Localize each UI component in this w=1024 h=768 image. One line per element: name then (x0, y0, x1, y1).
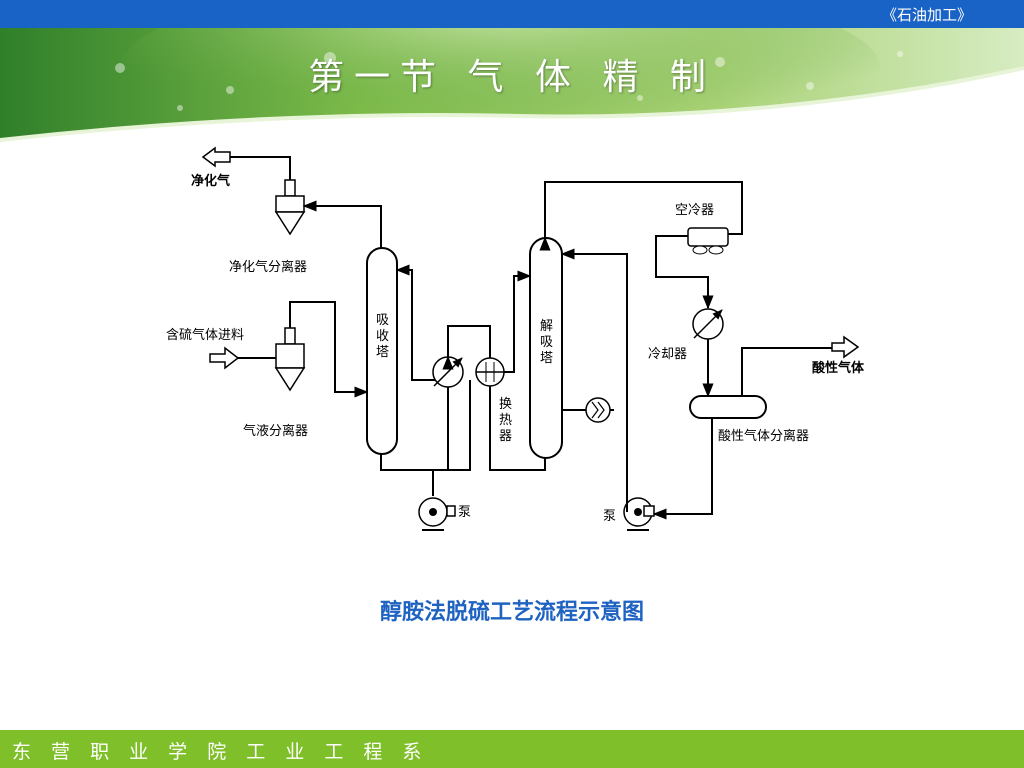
pipe-desorber-top (539, 181, 743, 251)
label-acid-gas-separator: 酸性气体分离器 (718, 428, 809, 444)
label-heat-exchanger-3: 器 (499, 429, 512, 444)
feed-inlet-arrow (209, 346, 240, 370)
footer-bar (0, 730, 1024, 768)
pipe-to-desorber (504, 270, 532, 373)
course-name: 《石油加工》 (881, 6, 972, 24)
pump-right (623, 497, 655, 531)
header-banner (0, 28, 1024, 148)
acid-gas-separator (689, 395, 767, 419)
label-purified-gas: 净化气 (191, 173, 230, 189)
pipe-desorber-bottom (489, 386, 546, 471)
label-gas-liquid-separator: 气液分离器 (243, 423, 308, 439)
label-pump-right: 泵 (603, 509, 616, 524)
label-acid-gas: 酸性气体 (812, 360, 865, 376)
label-absorber-1: 吸 (376, 313, 389, 328)
leaf-banner-graphic (0, 28, 1024, 148)
process-flow-diagram: 净化气 净化气分离器 含硫气体进料 气液分离器 吸 收 塔 解 吸 塔 换 热 … (166, 146, 865, 531)
purified-gas-outlet-arrow (201, 146, 231, 168)
label-sulfur-feed: 含硫气体进料 (166, 327, 244, 343)
label-pump-left: 泵 (458, 505, 471, 520)
pipe-rich-amine (380, 380, 471, 471)
pipe-reflux (560, 248, 628, 512)
pipe-aircooler-to-cooler (655, 235, 714, 310)
gas-liquid-separator (274, 327, 306, 392)
pipe-purified-out (230, 156, 291, 180)
organization-name: 东 营 职 业 学 院 工 业 工 程 系 (12, 741, 429, 763)
acid-gas-outlet-arrow (831, 335, 860, 359)
top-bar (0, 0, 1024, 28)
reboiler (562, 397, 614, 423)
pump-left (418, 497, 456, 531)
label-absorber-2: 收 (376, 329, 389, 344)
pipe-exchanger-link (442, 325, 491, 370)
pipe-acid-gas-out (741, 347, 832, 396)
purified-gas-separator (274, 179, 306, 236)
label-absorber-3: 塔 (376, 345, 389, 360)
slide-title: 第一节 气 体 精 制 (308, 57, 716, 98)
heat-exchanger (475, 357, 505, 387)
label-air-cooler: 空冷器 (675, 203, 714, 218)
condenser-cooler (692, 308, 724, 340)
label-purified-gas-separator: 净化气分离器 (229, 259, 307, 275)
pipe-absorber-top (302, 200, 382, 250)
label-desorber-2: 吸 (540, 335, 553, 350)
pipe-separator-to-pump (652, 418, 713, 520)
pipe-separator-to-absorber (289, 301, 369, 398)
pipe-lean-amine (395, 264, 449, 470)
label-cooler: 冷却器 (648, 347, 687, 362)
label-desorber-1: 解 (540, 319, 553, 334)
diagram-caption: 醇胺法脱硫工艺流程示意图 (379, 600, 644, 625)
lean-cooler (432, 356, 464, 388)
label-desorber-3: 塔 (540, 351, 553, 366)
label-heat-exchanger-2: 热 (499, 413, 512, 428)
air-cooler (687, 227, 729, 255)
label-heat-exchanger-1: 换 (499, 397, 512, 412)
